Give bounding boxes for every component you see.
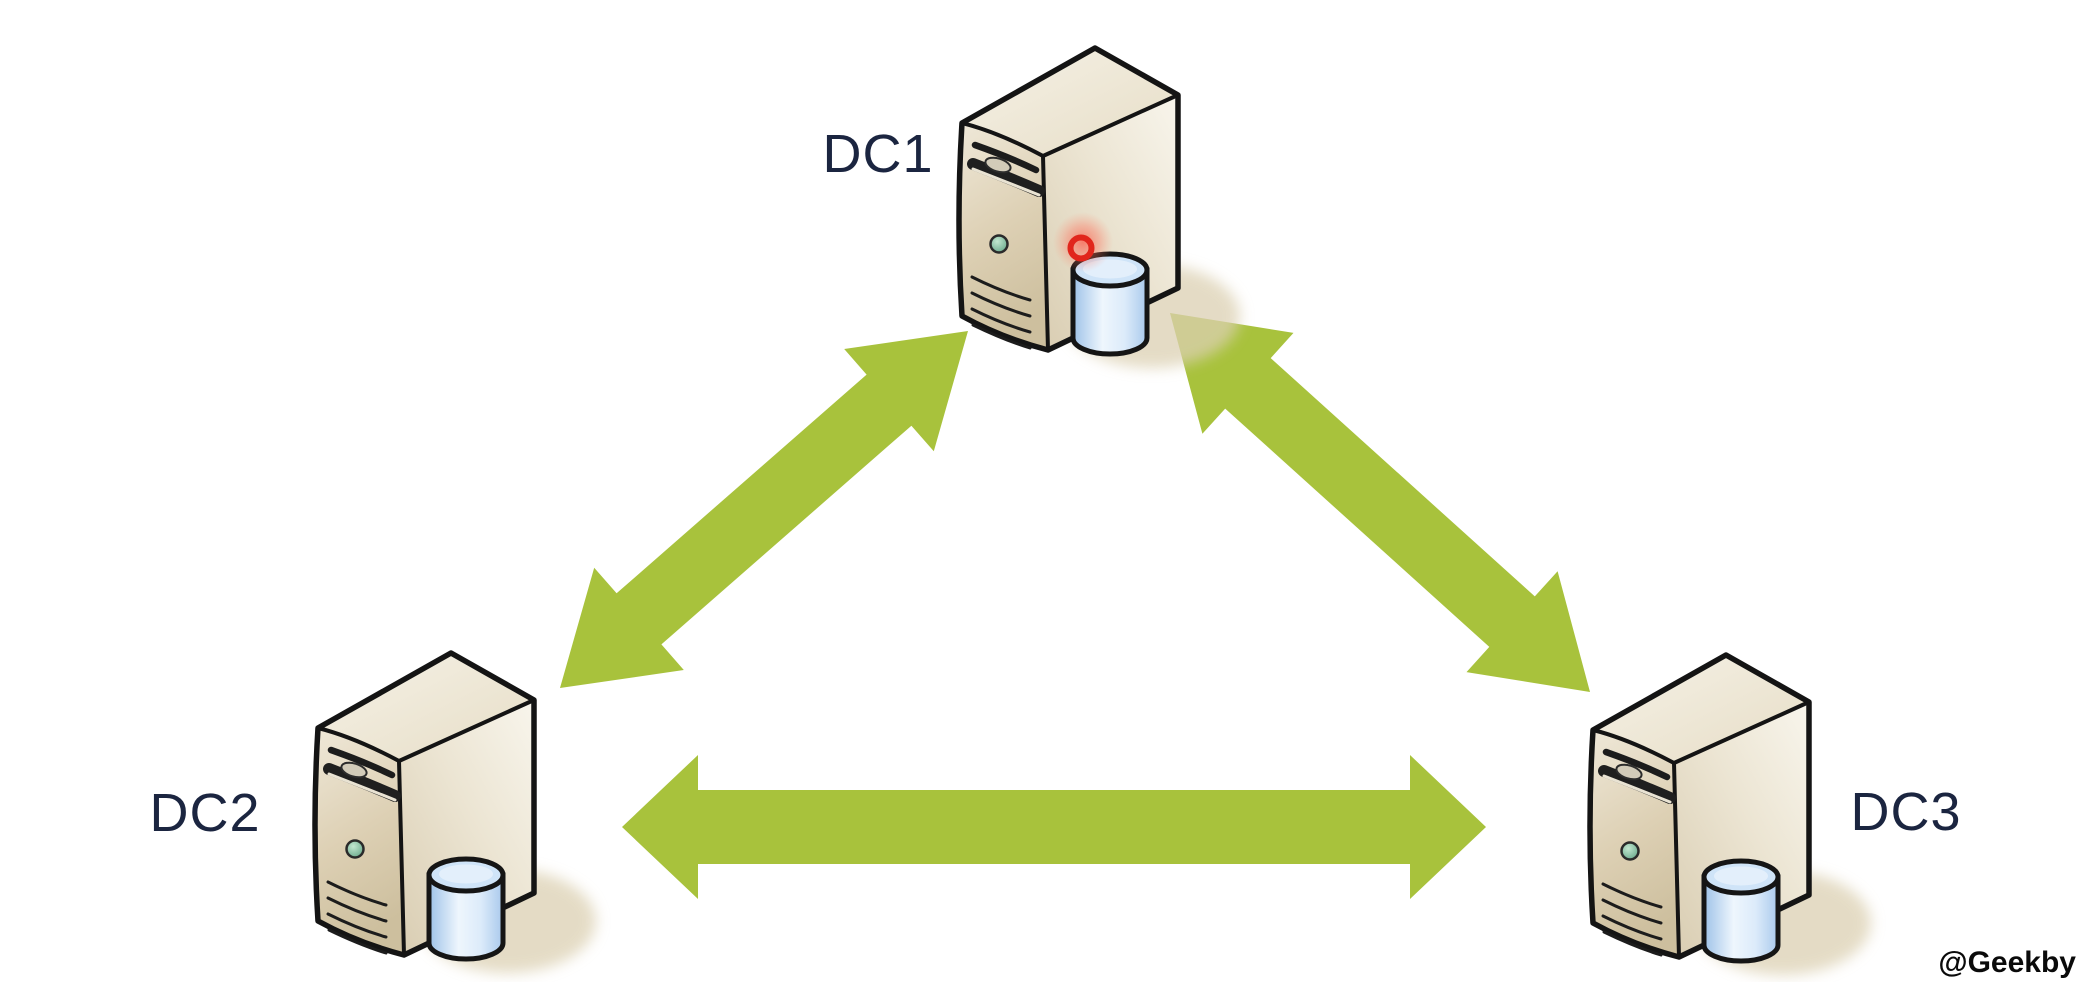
node-label-dc3: DC3	[1850, 782, 1961, 842]
alert-indicator	[1053, 212, 1113, 272]
server-dc3	[1590, 655, 1871, 975]
alert-glow	[1053, 212, 1113, 272]
replication-arrow-dc1-dc2	[560, 331, 968, 688]
node-label-dc1: DC1	[822, 124, 933, 184]
replication-arrow-dc2-dc3	[622, 755, 1486, 899]
node-label-dc2: DC2	[149, 783, 260, 843]
alert-ring-icon	[1067, 234, 1095, 262]
watermark-text: @Geekby	[1938, 946, 2076, 979]
server-dc1	[959, 48, 1240, 368]
server-dc2	[315, 653, 596, 973]
replication-arrow-dc1-dc3	[1170, 313, 1590, 692]
